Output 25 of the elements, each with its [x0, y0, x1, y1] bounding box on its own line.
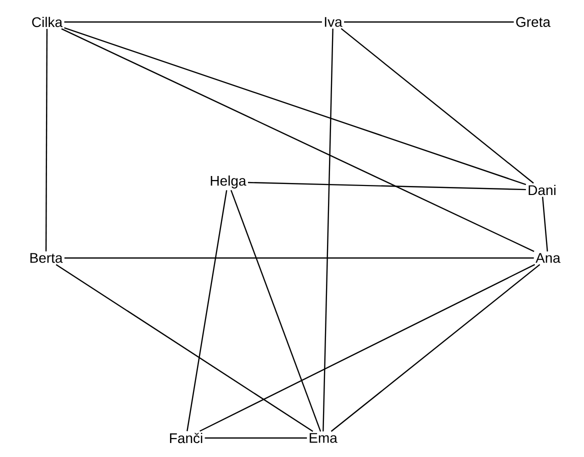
name-label: Cilka [32, 16, 63, 28]
edge-line [64, 27, 526, 186]
edge-line [330, 264, 540, 432]
name-label: Iva [324, 17, 342, 27]
name-label: Berta [30, 253, 63, 263]
edge-line [64, 257, 534, 259]
edge-line [64, 21, 322, 23]
edge-line [340, 28, 534, 184]
edge-line [56, 264, 314, 432]
edge-line [248, 182, 526, 190]
name-label: Dani [528, 184, 556, 196]
edge-line [186, 190, 228, 432]
edge-line [204, 437, 307, 439]
edge-line [322, 28, 334, 432]
edge-line [230, 190, 322, 432]
name-label: Fanči [170, 432, 202, 444]
edge-line [542, 196, 548, 252]
name-label: Ema [310, 433, 338, 443]
edge-line [200, 264, 536, 432]
edge-line [344, 21, 514, 23]
edge-line [45, 28, 48, 252]
edge-line [61, 28, 534, 252]
name-label: Helga [210, 175, 246, 189]
name-label: Ana [536, 253, 560, 263]
name-label: Greta [516, 17, 551, 27]
